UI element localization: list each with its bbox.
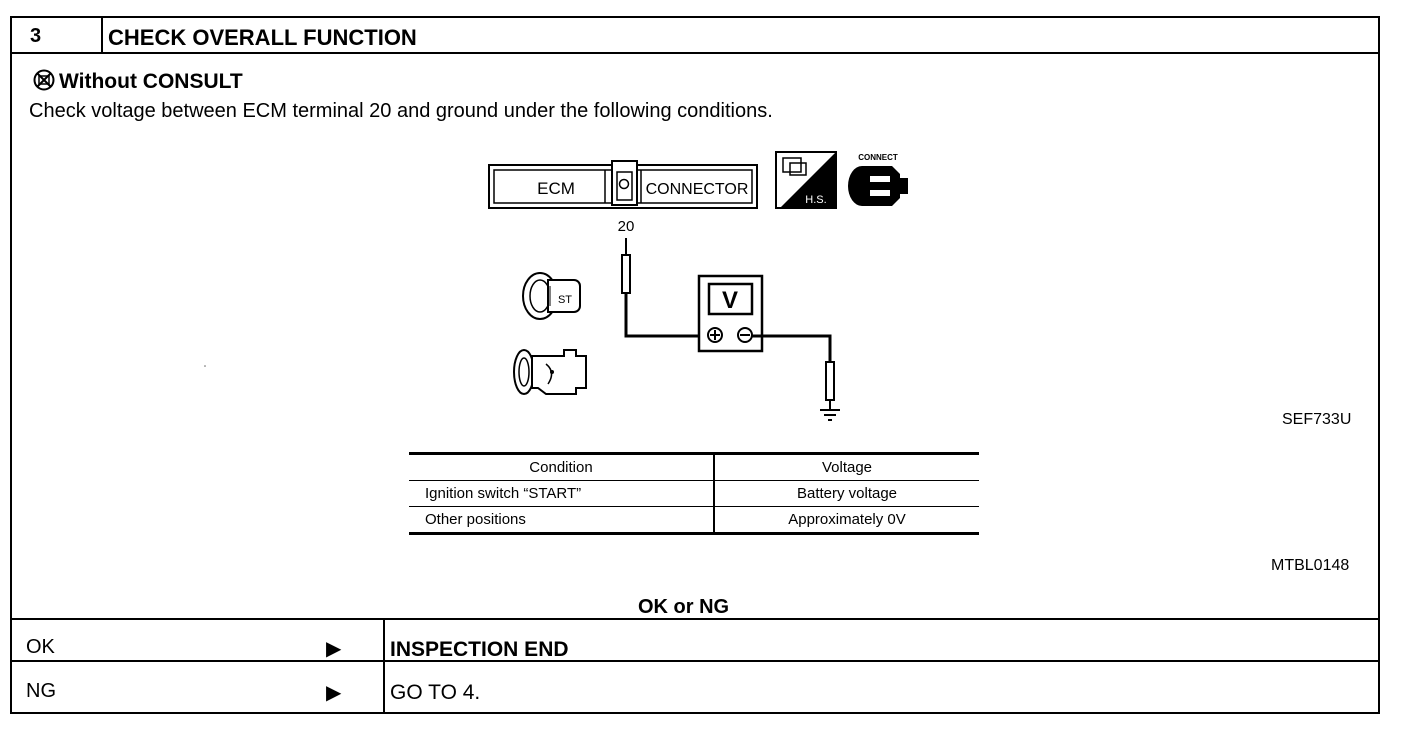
terminal-label: 20 bbox=[618, 218, 635, 235]
result-prompt: OK or NG bbox=[638, 596, 730, 618]
ecm-connector bbox=[488, 160, 758, 209]
table-code: MTBL0148 bbox=[1271, 557, 1350, 574]
hs-label: H.S. bbox=[805, 194, 826, 206]
header-divider bbox=[12, 52, 1378, 54]
connect-icon bbox=[848, 166, 908, 206]
no-consult-icon bbox=[33, 69, 55, 97]
table-header-condition: Condition bbox=[409, 452, 715, 481]
step-number: 3 bbox=[30, 25, 42, 47]
ignition-label: ST bbox=[558, 294, 572, 306]
section-heading-text: Without CONSULT bbox=[59, 70, 243, 93]
ecm-label: ECM bbox=[537, 179, 575, 198]
voltmeter-icon bbox=[697, 274, 764, 353]
arrow-right-icon: ▶ bbox=[326, 682, 342, 704]
result-action-ok: INSPECTION END bbox=[390, 638, 569, 661]
table-cell-voltage: Battery voltage bbox=[714, 480, 979, 507]
result-divider-top bbox=[12, 618, 1378, 620]
step-number-divider bbox=[101, 18, 103, 52]
procedure-frame: 3 CHECK OVERALL FUNCTION Without CONSULT… bbox=[10, 16, 1380, 714]
figure-code: SEF733U bbox=[1282, 411, 1352, 428]
result-divider-middle bbox=[12, 660, 1378, 662]
section-heading: Without CONSULT bbox=[33, 69, 243, 97]
probe-lead bbox=[621, 238, 712, 338]
table-cell-condition: Other positions bbox=[409, 506, 715, 535]
instruction-text: Check voltage between ECM terminal 20 an… bbox=[29, 100, 773, 122]
result-label-ok: OK bbox=[26, 636, 55, 658]
result-label-ng: NG bbox=[26, 680, 56, 702]
ground-lead bbox=[752, 334, 835, 410]
step-title: CHECK OVERALL FUNCTION bbox=[108, 25, 417, 50]
engine-icon bbox=[513, 349, 587, 395]
connector-label: CONNECTOR bbox=[646, 181, 749, 198]
meter-label: V bbox=[722, 287, 738, 314]
table-row: Ignition switch “START” Battery voltage bbox=[409, 480, 979, 507]
result-action-ng: GO TO 4. bbox=[390, 681, 481, 704]
arrow-right-icon: ▶ bbox=[326, 638, 342, 660]
ground-icon bbox=[820, 409, 840, 421]
connect-label: CONNECT bbox=[858, 153, 898, 162]
table-cell-condition: Ignition switch “START” bbox=[409, 480, 715, 507]
condition-table: Condition Voltage Ignition switch “START… bbox=[409, 452, 979, 535]
ignition-key-icon bbox=[522, 272, 581, 320]
harness-side-icon bbox=[775, 151, 837, 209]
table-row: Other positions Approximately 0V bbox=[409, 506, 979, 535]
table-cell-voltage: Approximately 0V bbox=[714, 506, 979, 535]
table-header-voltage: Voltage bbox=[714, 452, 979, 481]
result-column-divider bbox=[383, 618, 385, 714]
